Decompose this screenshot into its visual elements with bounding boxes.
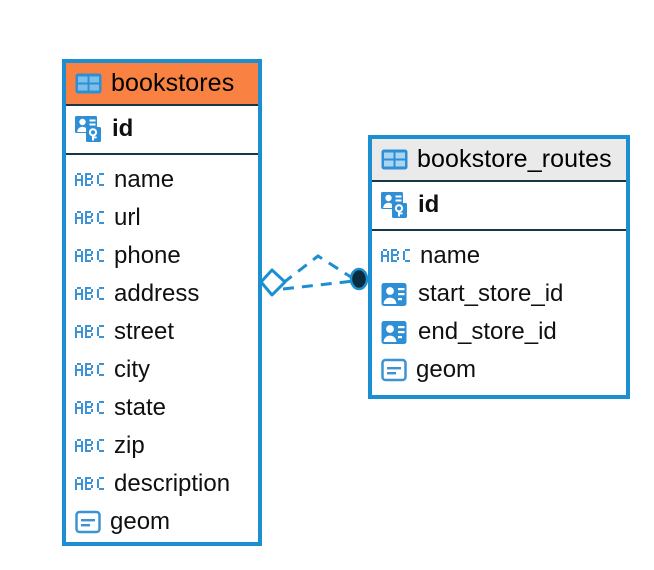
field-row[interactable]: geom (75, 503, 249, 541)
field-label: geom (110, 508, 171, 536)
geometry-icon (75, 511, 101, 534)
abc-text-icon (75, 363, 104, 377)
field-row[interactable]: id (381, 186, 617, 224)
field-label: name (420, 242, 481, 270)
relationship-line-lower (282, 279, 355, 291)
field-row[interactable]: geom (381, 351, 617, 389)
abc-text-icon (75, 173, 104, 187)
abc-text-icon (381, 249, 410, 263)
field-label: address (114, 280, 200, 308)
foreign-key-icon (381, 320, 407, 344)
primary-key-icon (75, 116, 101, 143)
diamond-outline-icon (259, 268, 287, 297)
field-label: url (114, 204, 141, 232)
field-row[interactable]: phone (75, 237, 249, 275)
field-label: city (114, 356, 150, 384)
abc-text-icon (75, 325, 104, 339)
abc-text-icon (75, 249, 104, 263)
primary-key-icon (381, 192, 407, 219)
field-label: start_store_id (418, 280, 564, 308)
field-label: name (114, 166, 175, 194)
abc-text-icon (75, 211, 104, 225)
field-row[interactable]: start_store_id (381, 275, 617, 313)
table-icon (381, 149, 408, 170)
abc-text-icon (75, 401, 104, 415)
field-row[interactable]: street (75, 313, 249, 351)
primary-key-section: id (372, 180, 626, 232)
field-label: state (114, 394, 167, 422)
primary-key-section: id (66, 104, 258, 156)
field-label: geom (416, 356, 477, 384)
field-label: id (112, 115, 134, 143)
field-row[interactable]: state (75, 389, 249, 427)
entity-bookstores[interactable]: bookstores id (62, 59, 262, 546)
field-label: zip (114, 432, 145, 460)
field-section: name start_store_id (372, 231, 626, 396)
field-label: end_store_id (418, 318, 557, 346)
field-row[interactable]: id (75, 110, 249, 148)
entity-header[interactable]: bookstore_routes (372, 139, 626, 181)
foreign-key-icon (381, 282, 407, 306)
abc-text-icon (75, 287, 104, 301)
entity-title: bookstores (111, 69, 235, 97)
field-row[interactable]: address (75, 275, 249, 313)
relationship-line-upper (282, 254, 355, 285)
field-row[interactable]: city (75, 351, 249, 389)
field-row[interactable]: description (75, 465, 249, 503)
entity-bookstore-routes[interactable]: bookstore_routes id (368, 135, 630, 399)
entity-header[interactable]: bookstores (66, 63, 258, 105)
field-label: street (114, 318, 175, 346)
filled-circle-icon (349, 267, 369, 291)
field-row[interactable]: zip (75, 427, 249, 465)
abc-text-icon (75, 477, 104, 491)
geometry-icon (381, 359, 407, 382)
table-icon (75, 73, 102, 94)
field-label: description (114, 470, 231, 498)
field-row[interactable]: url (75, 199, 249, 237)
field-label: id (418, 191, 440, 219)
field-row[interactable]: name (75, 161, 249, 199)
abc-text-icon (75, 439, 104, 453)
field-row[interactable]: name (381, 237, 617, 275)
field-section: name url (66, 155, 258, 548)
field-label: phone (114, 242, 181, 270)
field-row[interactable]: end_store_id (381, 313, 617, 351)
entity-title: bookstore_routes (417, 145, 612, 173)
